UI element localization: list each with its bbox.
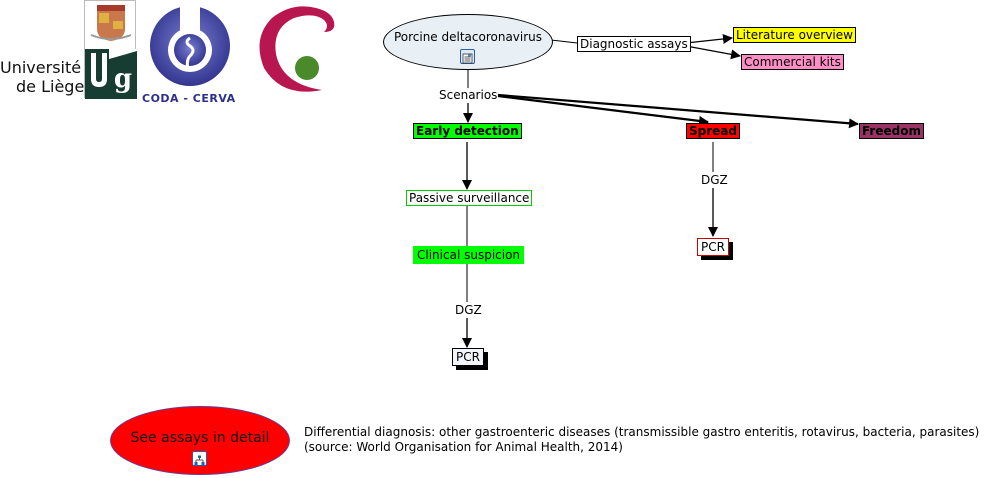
link-label-dgz-right: DGZ bbox=[701, 173, 728, 187]
link-root-diagnostic bbox=[550, 39, 578, 44]
node-diagnostic-assays[interactable]: Diagnostic assays bbox=[577, 36, 691, 52]
node-see-assays-label: See assays in detail bbox=[130, 430, 270, 446]
coda-cerva-label: CODA - CERVA bbox=[142, 92, 236, 105]
link-diagnostic-commercial bbox=[685, 45, 741, 60]
svg-text:g: g bbox=[114, 64, 132, 94]
footnote-differential-diagnosis: Differential diagnosis: other gastroente… bbox=[304, 425, 980, 439]
red-swirl-green-dot-icon bbox=[259, 6, 335, 92]
node-early-detection[interactable]: Early detection bbox=[413, 123, 522, 139]
ulg-text-line2: de Liège bbox=[16, 77, 85, 96]
node-spread[interactable]: Spread bbox=[686, 123, 740, 139]
node-freedom[interactable]: Freedom bbox=[859, 123, 924, 139]
link-label-dgz-left: DGZ bbox=[455, 303, 482, 317]
node-pcr-right[interactable]: PCR bbox=[697, 238, 729, 256]
document-resource-icon[interactable] bbox=[460, 49, 475, 64]
logo-ulg: Université de Liège g bbox=[0, 0, 140, 104]
node-literature-overview[interactable]: Literature overview bbox=[733, 27, 856, 43]
link-label-scenarios: Scenarios bbox=[439, 88, 498, 102]
link-diagnostic-literature bbox=[685, 34, 733, 44]
coda-cerva-emblem-icon bbox=[150, 2, 230, 86]
ulg-emblem: g bbox=[84, 0, 137, 99]
node-clinical-suspicion[interactable]: Clinical suspicion bbox=[413, 246, 525, 264]
ulg-crest-icon: g bbox=[85, 5, 137, 99]
link-scenarios-spread bbox=[497, 94, 709, 126]
ulg-text-line1: Université bbox=[0, 58, 82, 77]
logo-coda-cerva: CODA - CERVA bbox=[142, 2, 240, 106]
logo-institute-emblem bbox=[250, 4, 350, 104]
node-pcr-left[interactable]: PCR bbox=[452, 348, 484, 366]
link-scenarios-freedom bbox=[497, 93, 859, 129]
footnote-source: (source: World Organisation for Animal H… bbox=[304, 440, 623, 454]
node-commercial-kits[interactable]: Commercial kits bbox=[741, 54, 844, 70]
node-porcine-deltacoronavirus-label: Porcine deltacoronavirus bbox=[393, 30, 543, 44]
linked-map-icon[interactable] bbox=[192, 451, 207, 466]
node-passive-surveillance[interactable]: Passive surveillance bbox=[406, 190, 533, 206]
